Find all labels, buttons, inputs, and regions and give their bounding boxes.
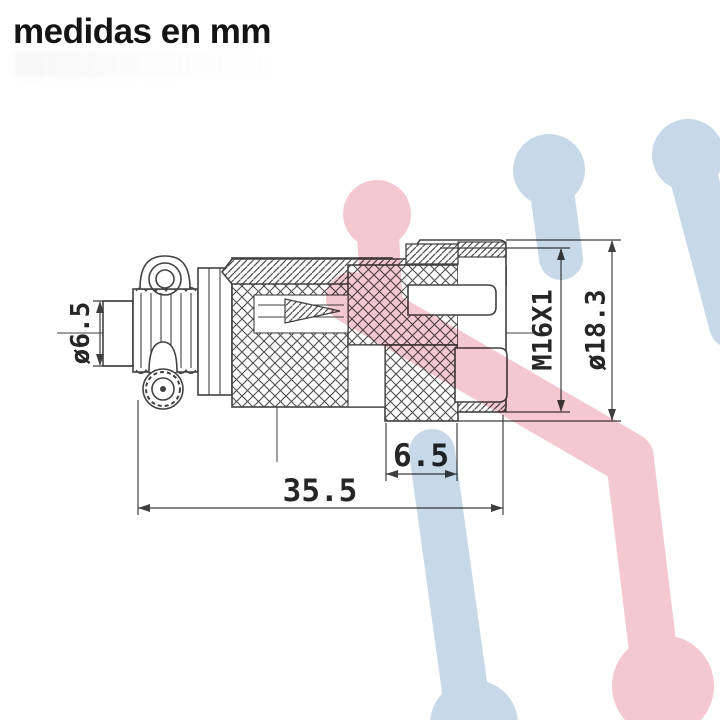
watermark-pin-blue-bottom	[409, 429, 518, 720]
ear-hole-inner	[155, 269, 175, 289]
nut-notch	[347, 344, 386, 408]
dimension-total-length: 35.5	[137, 400, 504, 515]
screw-center-dot	[160, 386, 166, 392]
dimension-thread: M16X1	[440, 247, 570, 413]
key-tab	[405, 243, 459, 265]
dimension-cable-hole: ø6.5	[66, 300, 134, 367]
ear-hole-outer	[148, 262, 182, 296]
inner-cavity	[407, 284, 497, 316]
dimension-label-thread: M16X1	[528, 289, 559, 370]
watermark-pin-blue-top	[513, 134, 585, 280]
screw-head-knurl	[145, 371, 181, 407]
dimension-label-total-length: 35.5	[283, 473, 358, 509]
gland-rib-scallop-top	[135, 286, 197, 293]
screw-boss-bell	[148, 341, 178, 373]
dimension-label-outer-diameter: ø18.3	[581, 289, 612, 370]
top-ear	[139, 255, 191, 290]
dimension-label-cable-hole: ø6.5	[66, 302, 96, 365]
cable-entry-tube	[102, 300, 134, 367]
watermark-band-pink-diagonal	[326, 272, 654, 484]
watermark-layer	[326, 119, 720, 720]
latch-wedge	[284, 298, 341, 324]
watermark-pin-pink-bottom	[606, 436, 714, 720]
page-title: medidas en mm	[13, 12, 272, 51]
watermark-pin-blue-right	[652, 119, 720, 346]
collar-ring	[197, 267, 233, 396]
screw-head-inner	[151, 377, 175, 401]
barrel-thread-top	[457, 241, 507, 258]
ghost-text-artifact	[14, 52, 274, 78]
